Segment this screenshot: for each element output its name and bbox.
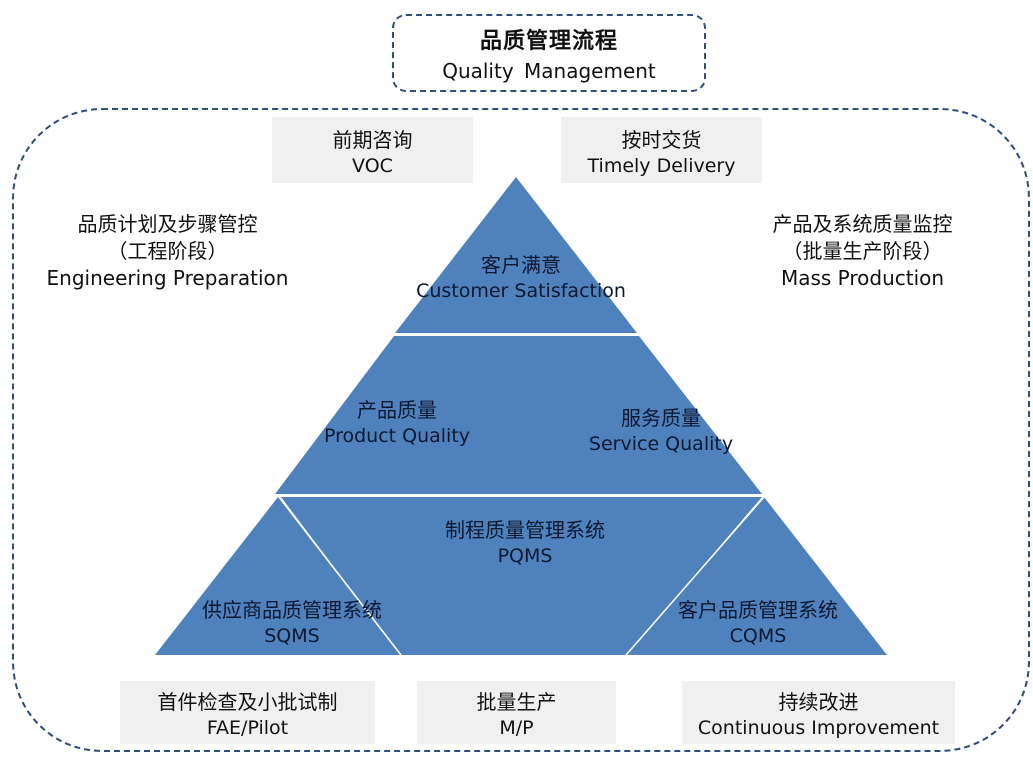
title-chinese: 品质管理流程 [479,29,618,54]
customer-satisfaction-zh: 客户满意 [481,253,561,277]
product-quality-zh: 产品质量 [356,398,437,422]
pyramid-bottom-center-tier [281,497,762,655]
service-quality-label: 服务质量 Service Quality [589,405,733,457]
customer-satisfaction-label: 客户满意 Customer Satisfaction [416,252,626,304]
pqms-zh: 制程质量管理系统 [445,518,605,542]
bottom-divider-right [625,496,765,656]
mass-production-line2: （批量生产阶段） [782,239,943,263]
customer-satisfaction-en: Customer Satisfaction [416,280,626,302]
sqms-en: SQMS [264,625,320,647]
bottom-divider-left [278,496,402,656]
pyramid-bottom-left-tier [155,497,400,655]
fae-pilot-box: 首件检查及小批试制 FAE/Pilot [120,681,375,744]
engineering-phase-line2: （工程阶段） [107,239,228,263]
title-box: 品质管理流程 Quality Management [392,14,706,92]
fae-pilot-zh: 首件检查及小批试制 [157,690,338,714]
mass-production-line3: Mass Production [780,266,945,290]
pyramid-middle-tier [275,336,762,494]
voc-box: 前期咨询 VOC [272,117,473,183]
timely-delivery-box: 按时交货 Timely Delivery [561,117,762,183]
mass-production-zh: 批量生产 [476,690,557,714]
pqms-en: PQMS [497,545,553,567]
mass-production-box: 批量生产 M/P [417,681,616,744]
mass-production-en: M/P [499,717,534,739]
engineering-phase-line1: 品质计划及步骤管控 [77,212,258,236]
cqms-en: CQMS [729,625,787,647]
product-quality-en: Product Quality [323,425,471,447]
continuous-improvement-zh: 持续改进 [778,690,859,714]
timely-delivery-label-zh: 按时交货 [621,127,702,152]
engineering-phase-label: 品质计划及步骤管控 （工程阶段） Engineering Preparation [40,211,295,292]
title-english: Quality Management [442,59,656,83]
service-quality-en: Service Quality [588,433,734,455]
pyramid-bottom-right-tier [627,497,887,655]
mass-production-line1: 产品及系统质量监控 [772,212,953,236]
continuous-improvement-en: Continuous Improvement [697,717,940,739]
service-quality-zh: 服务质量 [621,406,701,430]
fae-pilot-en: FAE/Pilot [206,717,289,739]
pyramid-top-tier [395,177,637,333]
sqms-label: 供应商品质管理系统 SQMS [202,597,382,649]
cqms-label: 客户品质管理系统 CQMS [678,597,838,649]
cqms-zh: 客户品质管理系统 [678,598,838,622]
mass-production-phase-label: 产品及系统质量监控 （批量生产阶段） Mass Production [740,211,985,292]
product-quality-label: 产品质量 Product Quality [324,397,470,449]
voc-label-zh: 前期咨询 [332,127,413,152]
engineering-phase-line3: Engineering Preparation [46,266,289,290]
continuous-improvement-box: 持续改进 Continuous Improvement [682,681,955,744]
process-frame [12,108,1030,752]
sqms-zh: 供应商品质管理系统 [202,598,382,622]
pqms-label: 制程质量管理系统 PQMS [445,517,605,569]
timely-delivery-label-en: Timely Delivery [587,154,736,177]
voc-label-en: VOC [352,154,393,177]
